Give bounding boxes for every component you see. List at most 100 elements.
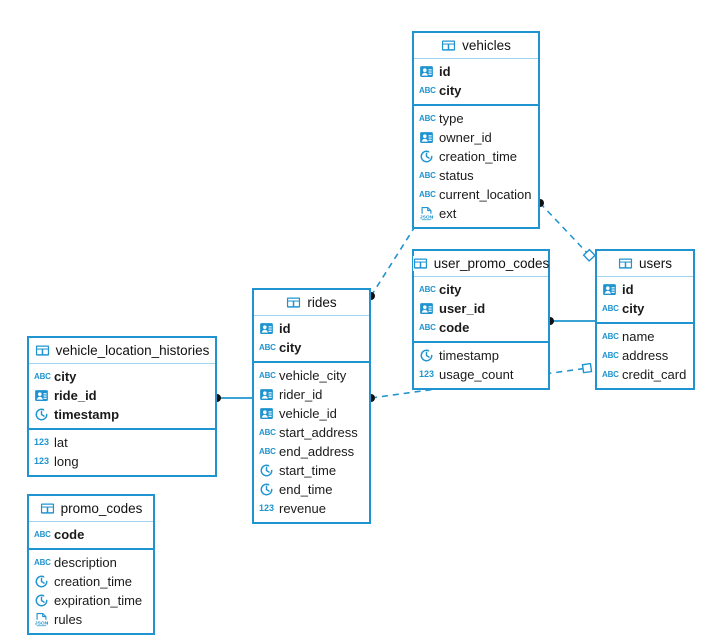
- column-row[interactable]: 123 long: [29, 452, 215, 471]
- abc-string-icon: ABC: [602, 351, 619, 360]
- abc-string-icon: ABC: [259, 428, 276, 437]
- uuid-key-icon: [259, 387, 274, 402]
- column-name: timestamp: [439, 348, 499, 363]
- column-row[interactable]: expiration_time: [29, 591, 153, 610]
- column-name: lat: [54, 435, 68, 450]
- column-name: rider_id: [279, 387, 323, 402]
- relationship-rel-vlh-rides: [213, 394, 252, 402]
- column-name: vehicle_city: [279, 368, 347, 383]
- column-name: city: [622, 301, 645, 316]
- column-name: end_time: [279, 482, 333, 497]
- column-name: vehicle_id: [279, 406, 337, 421]
- table-header-promo_codes[interactable]: promo_codes: [29, 496, 153, 522]
- column-name: start_time: [279, 463, 337, 478]
- column-name: owner_id: [439, 130, 492, 145]
- table-icon: [39, 501, 55, 516]
- primary-key-row[interactable]: user_id: [414, 299, 548, 318]
- clock-timestamp-icon: [419, 149, 434, 164]
- 123-number-icon: 123: [259, 503, 275, 513]
- column-name: name: [622, 329, 655, 344]
- column-row[interactable]: creation_time: [29, 572, 153, 591]
- abc-string-icon: ABC: [419, 190, 436, 199]
- column-name: city: [279, 340, 302, 355]
- table-title: promo_codes: [60, 500, 143, 516]
- abc-string-icon: ABC: [34, 558, 51, 567]
- primary-key-row[interactable]: id: [597, 280, 693, 299]
- column-row[interactable]: rider_id: [254, 385, 369, 404]
- uuid-key-icon: [419, 64, 434, 79]
- uuid-key-icon: [602, 282, 617, 297]
- column-row[interactable]: owner_id: [414, 128, 538, 147]
- uuid-key-icon: [259, 321, 274, 336]
- column-name: city: [439, 83, 462, 98]
- column-name: ride_id: [54, 388, 97, 403]
- column-row[interactable]: JSONJSONrules: [29, 610, 153, 629]
- table-title: users: [638, 255, 672, 271]
- abc-string-icon: ABC: [259, 447, 276, 456]
- uuid-key-icon: [259, 406, 274, 421]
- table-icon: [286, 295, 302, 310]
- table-title: user_promo_codes: [433, 255, 550, 271]
- column-row[interactable]: JSONJSONext: [414, 204, 538, 223]
- column-row[interactable]: timestamp: [414, 346, 548, 365]
- table-icon: [412, 256, 428, 271]
- primary-key-row[interactable]: id: [414, 62, 538, 81]
- clock-timestamp-icon: [34, 407, 49, 422]
- clock-timestamp-icon: [34, 593, 49, 608]
- column-row[interactable]: start_time: [254, 461, 369, 480]
- table-icon: [617, 256, 633, 271]
- column-name: long: [54, 454, 79, 469]
- abc-string-icon: ABC: [34, 530, 51, 539]
- table-header-vehicle_location_histories[interactable]: vehicle_location_histories: [29, 338, 215, 364]
- uuid-key-icon: [419, 130, 434, 145]
- table-title: vehicle_location_histories: [55, 342, 210, 358]
- primary-key-row[interactable]: ride_id: [29, 386, 215, 405]
- column-name: id: [279, 321, 291, 336]
- column-row[interactable]: vehicle_id: [254, 404, 369, 423]
- table-header-rides[interactable]: rides: [254, 290, 369, 316]
- table-header-user_promo_codes[interactable]: user_promo_codes: [412, 251, 550, 277]
- column-name: creation_time: [439, 149, 518, 164]
- table-header-vehicles[interactable]: vehicles: [414, 33, 538, 59]
- primary-key-row[interactable]: timestamp: [29, 405, 215, 424]
- column-name: city: [54, 369, 77, 384]
- column-row[interactable]: end_time: [254, 480, 369, 499]
- 123-number-icon: 123: [34, 456, 50, 466]
- column-row[interactable]: creation_time: [414, 147, 538, 166]
- primary-key-row[interactable]: id: [254, 319, 369, 338]
- column-name: expiration_time: [54, 593, 143, 608]
- column-name: start_address: [279, 425, 358, 440]
- relationship-rel-userpromocodes-users: [546, 317, 595, 325]
- table-header-users[interactable]: users: [597, 251, 693, 277]
